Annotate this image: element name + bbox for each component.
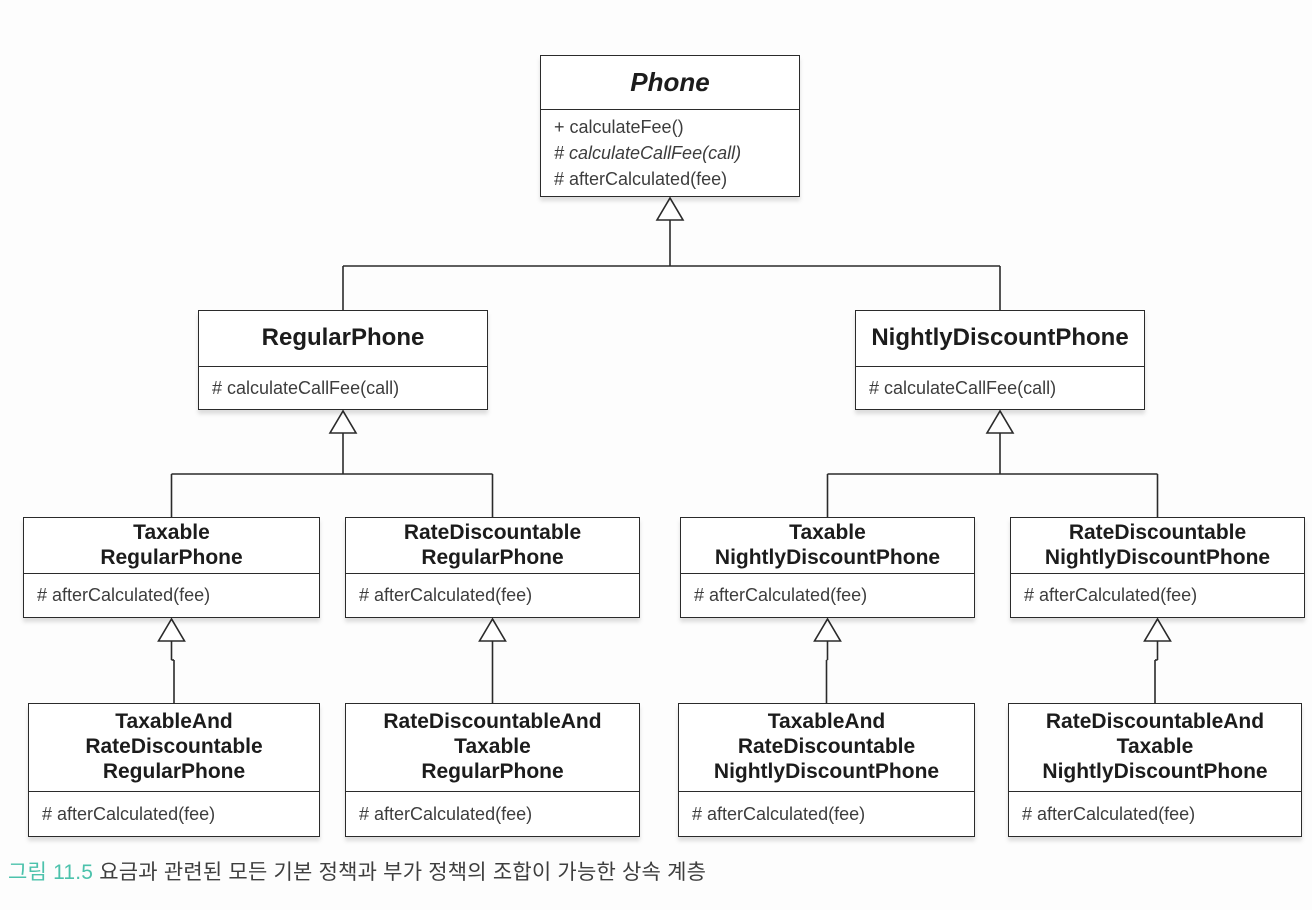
method-line: # afterCalculated(fee): [359, 803, 533, 824]
generalization-triangle-icon: [813, 617, 842, 642]
class-methods: # afterCalculated(fee): [346, 791, 639, 836]
class-methods: # afterCalculated(fee): [679, 791, 974, 836]
method-line: # afterCalculated(fee): [359, 585, 533, 606]
figure-caption-text: 요금과 관련된 모든 기본 정책과 부가 정책의 조합이 가능한 상속 계층: [93, 861, 707, 884]
method-line: # afterCalculated(fee): [42, 803, 216, 824]
class-methods: # calculateCallFee(call): [856, 366, 1144, 409]
class-box-regular: RegularPhone # calculateCallFee(call): [198, 310, 488, 410]
class-methods: # calculateCallFee(call): [199, 366, 487, 409]
class-methods: # afterCalculated(fee): [1011, 573, 1304, 617]
generalization-triangle-icon: [328, 409, 358, 434]
figure-caption: 그림 11.5 요금과 관련된 모든 기본 정책과 부가 정책의 조합이 가능한…: [8, 856, 706, 886]
class-name: Phone: [630, 67, 710, 98]
method-line: # calculateCallFee(call): [869, 377, 1057, 398]
class-methods: # afterCalculated(fee): [681, 573, 974, 617]
method-line: # calculateCallFee(call): [554, 142, 742, 163]
class-methods: # afterCalculated(fee): [29, 791, 319, 836]
class-methods: # afterCalculated(fee): [346, 573, 639, 617]
generalization-triangle-icon: [655, 196, 685, 221]
method-line: # afterCalculated(fee): [692, 803, 866, 824]
class-box-phone: Phone + calculateFee() # calculateCallFee(…: [540, 55, 800, 197]
generalization-triangle-icon: [985, 409, 1015, 434]
generalization-triangle-icon: [157, 617, 186, 642]
class-box-nightly: NightlyDiscountPhone # calculateCallFee(c…: [855, 310, 1145, 410]
figure-caption-number: 그림 11.5: [8, 861, 94, 884]
method-line: + calculateFee(): [554, 116, 684, 137]
method-line: # afterCalculated(fee): [1022, 803, 1196, 824]
method-line: # afterCalculated(fee): [37, 585, 211, 606]
generalization-triangle-icon: [478, 617, 507, 642]
class-name: NightlyDiscountPhone: [871, 324, 1129, 352]
class-methods: # afterCalculated(fee): [24, 573, 319, 617]
method-line: # calculateCallFee(call): [212, 377, 400, 398]
class-methods: + calculateFee() # calculateCallFee(call)…: [541, 109, 799, 196]
generalization-triangle-icon: [1143, 617, 1172, 642]
method-line: # afterCalculated(fee): [694, 585, 868, 606]
method-line: # afterCalculated(fee): [554, 169, 728, 190]
class-name: RegularPhone: [261, 324, 425, 352]
method-line: # afterCalculated(fee): [1024, 585, 1198, 606]
class-methods: # afterCalculated(fee): [1009, 791, 1301, 836]
